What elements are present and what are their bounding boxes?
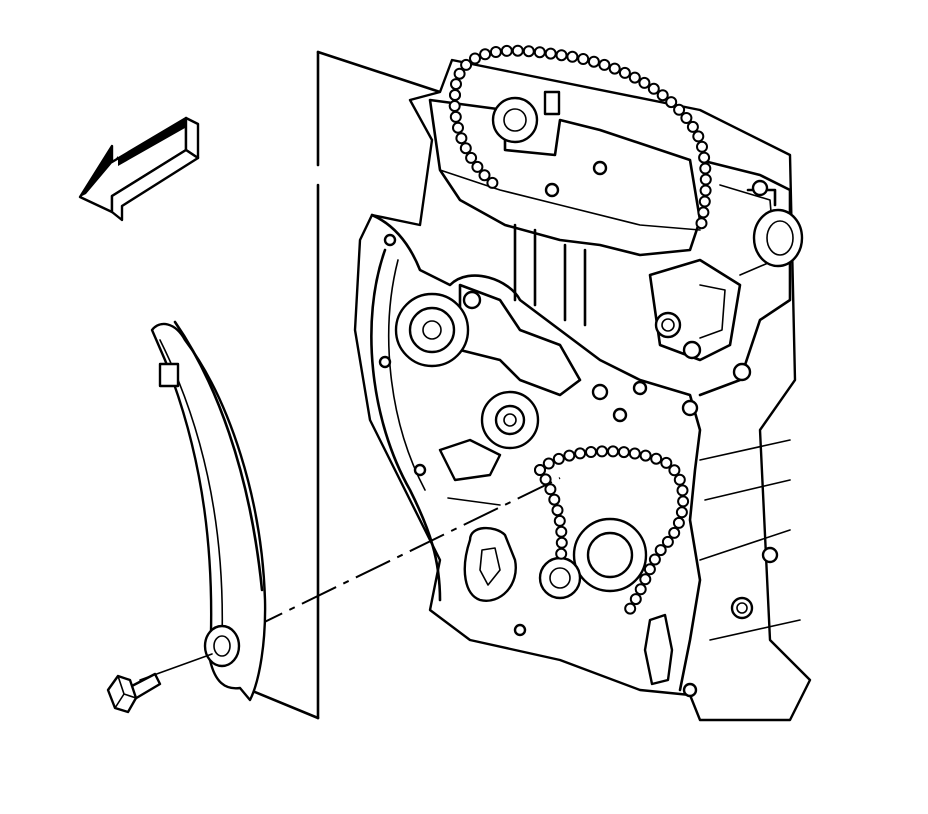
chain-link [450, 78, 462, 91]
chain-link [552, 452, 565, 465]
chain-link [676, 484, 689, 497]
chain-link [577, 53, 590, 65]
chain-link [563, 449, 576, 462]
chain-link [699, 162, 712, 175]
chain-link [686, 120, 699, 133]
engine-front-icon [353, 58, 812, 722]
chain-link [643, 563, 656, 576]
chain-link [692, 130, 705, 143]
chain-link [654, 544, 667, 557]
chain-link [607, 445, 619, 458]
chain-link [673, 473, 686, 486]
balance-shaft-sprocket [394, 290, 482, 368]
coolant-outlet [746, 179, 804, 268]
chain-link [672, 516, 685, 529]
chain-link [634, 583, 647, 596]
chain-link [648, 553, 661, 566]
chain-link [629, 593, 642, 606]
chain-link [628, 71, 641, 84]
chain-link [555, 525, 568, 538]
chain-link [585, 446, 597, 458]
chain-link [697, 206, 710, 219]
chain-link [696, 140, 708, 153]
chain-link [448, 100, 461, 112]
chain-link [680, 112, 693, 124]
bolt-icon [106, 653, 213, 714]
chain-link [675, 506, 688, 519]
chain-link [628, 447, 641, 460]
installation-path-line [247, 477, 561, 631]
chain-link [677, 495, 690, 508]
chain-link [608, 62, 621, 75]
chain-link [639, 449, 652, 462]
chain-link [553, 514, 566, 527]
chain-link [471, 160, 484, 173]
chain-link [452, 121, 464, 134]
chain-link [617, 446, 630, 459]
chain-link [656, 89, 669, 102]
chain-link [639, 573, 652, 586]
chain-link [455, 132, 468, 145]
chain-link [555, 49, 568, 62]
chain-link [650, 452, 663, 465]
chain-link [453, 67, 466, 80]
chain-link [534, 464, 546, 476]
front-direction-arrow-icon [78, 116, 200, 222]
chain-link [555, 536, 568, 549]
chain-link [574, 447, 587, 460]
chain-link [660, 456, 673, 469]
chain-link [618, 66, 631, 79]
chain-link [665, 96, 678, 109]
chain-link [699, 173, 712, 186]
chain-link [460, 58, 473, 71]
chain-link [673, 103, 686, 116]
chain-link [661, 535, 674, 548]
chain-link [449, 89, 461, 101]
chain-link [465, 151, 478, 164]
timing-chain [448, 44, 712, 615]
chain-link [698, 195, 711, 208]
chain-link [449, 110, 462, 123]
chain-link [544, 47, 557, 60]
chain-link [668, 526, 681, 539]
chain-link [555, 547, 568, 560]
chain-link [566, 50, 579, 63]
chain-link [638, 76, 651, 89]
chain-link [486, 176, 499, 189]
chain-link [598, 58, 611, 71]
chain-link [698, 151, 711, 164]
chain-link [587, 55, 600, 68]
chain-link [533, 46, 546, 59]
chain-link [489, 46, 502, 58]
chain-link [551, 504, 564, 517]
guide-bolt-hole [203, 624, 241, 668]
chain-link [548, 493, 561, 506]
chain-link [647, 82, 660, 95]
chain-link [479, 48, 492, 61]
chain-link [699, 184, 712, 197]
chain-link [668, 464, 681, 477]
chain-link [500, 44, 513, 57]
chain-link [624, 602, 637, 615]
chain-link [469, 52, 481, 65]
chain-link [522, 45, 535, 58]
chain-link [542, 457, 555, 470]
crankshaft-sprocket [538, 517, 648, 600]
chain-link [544, 483, 557, 496]
idler-sprocket [480, 390, 540, 450]
timing-chain-guide-icon [150, 320, 267, 702]
chain-link [459, 142, 472, 155]
alignment-reference-line [248, 50, 442, 720]
chain-link [695, 217, 708, 230]
chain-link [478, 169, 491, 182]
chain-link [511, 44, 524, 57]
chain-link [596, 445, 608, 458]
camshaft-sprocket-upper [491, 90, 561, 144]
